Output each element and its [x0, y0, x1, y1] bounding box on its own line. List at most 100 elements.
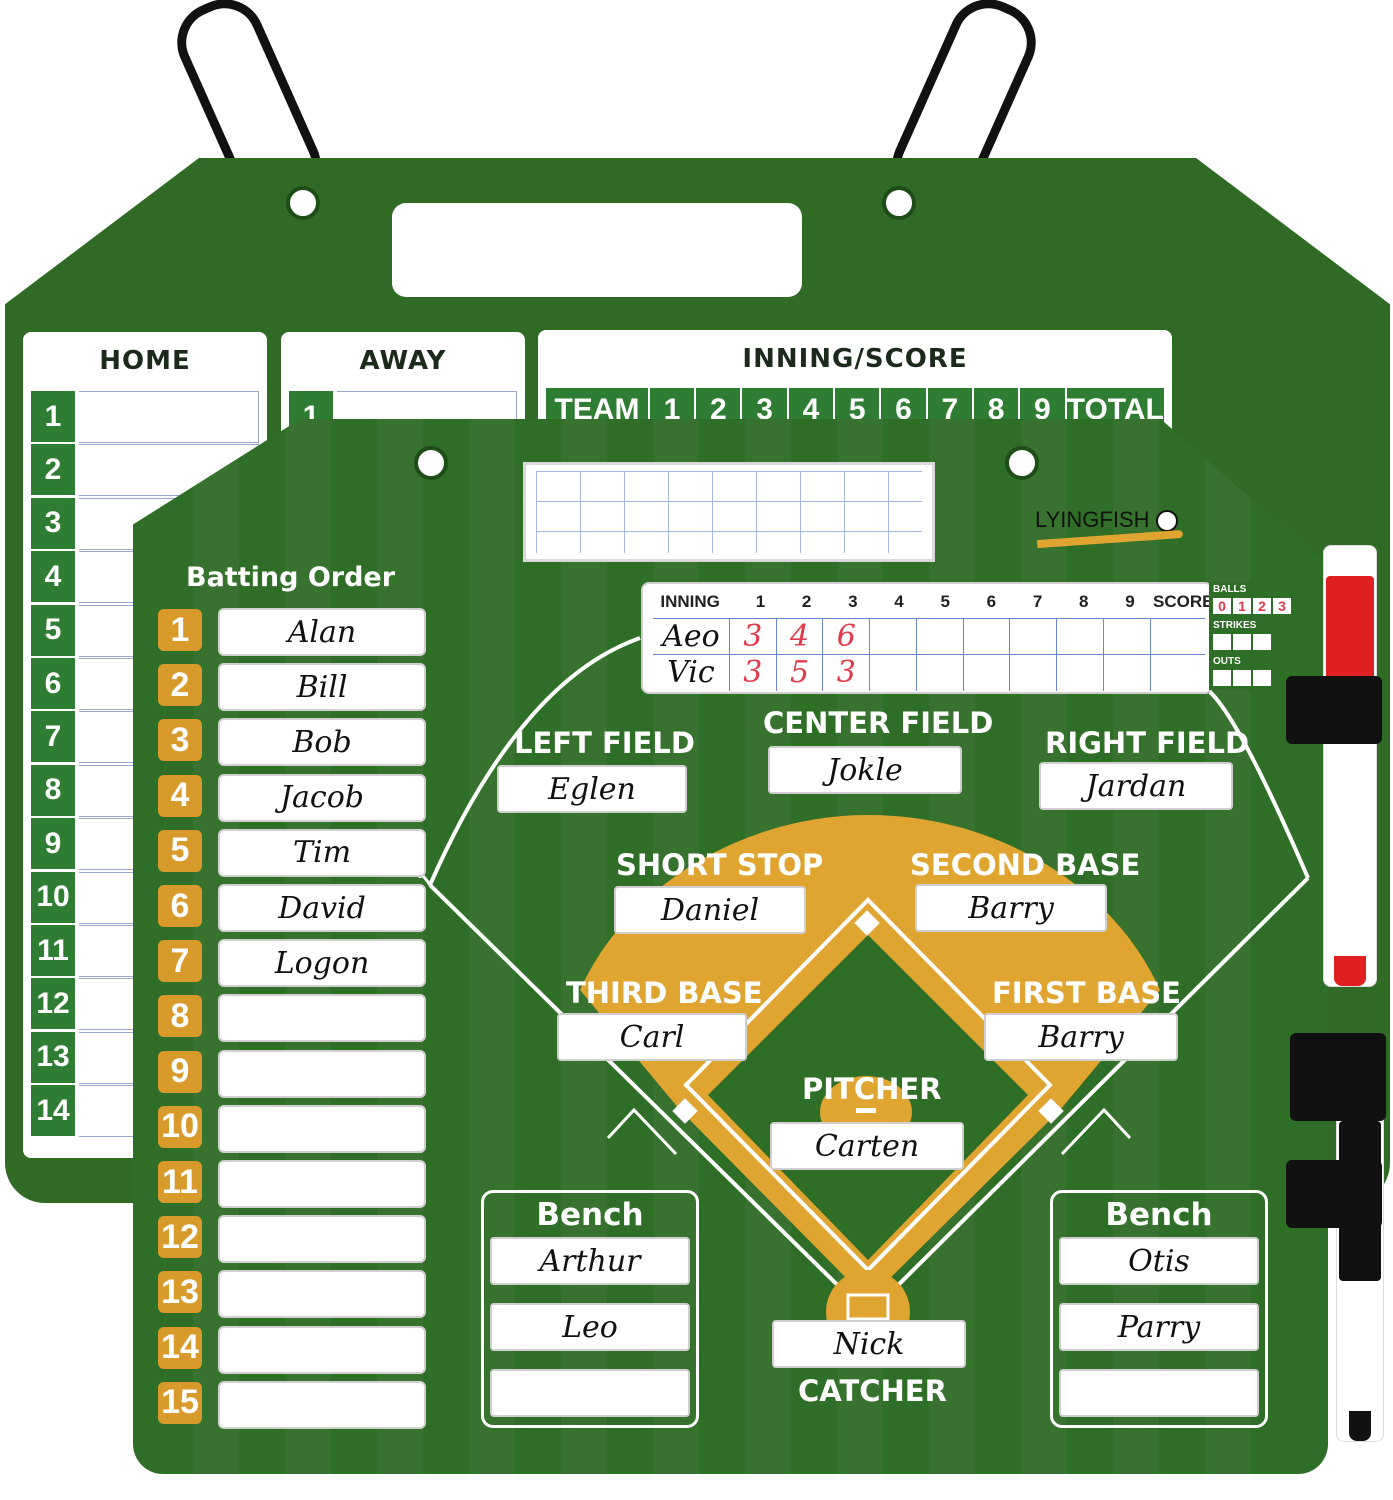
- balls-cell: 3: [1273, 598, 1291, 614]
- red-marker-tip: [1334, 956, 1366, 986]
- home-row-number: 5: [31, 604, 75, 656]
- scoreboard-total-cell: [1151, 619, 1205, 655]
- marker-clip-1: [1286, 676, 1382, 744]
- batting-order-number: 1: [158, 609, 202, 651]
- scoreboard-cell: [870, 655, 917, 691]
- black-marker-tip: [1349, 1411, 1371, 1441]
- scoreboard-header-cell: 1: [755, 592, 766, 611]
- red-marker: [1323, 545, 1377, 987]
- home-row-number: 7: [31, 711, 75, 763]
- back-handle-cutout: [392, 203, 802, 297]
- batting-order-slot: David: [218, 884, 426, 932]
- home-row: 1: [31, 390, 259, 443]
- batting-order-slot: [218, 1325, 426, 1374]
- inning-header-cell: 6: [881, 388, 928, 428]
- pitcher-name: Carten: [770, 1122, 964, 1170]
- batting-order-slot: [218, 1270, 426, 1319]
- batting-order-slot: [218, 1380, 426, 1429]
- scoreboard-cell: [917, 655, 964, 691]
- scoreboard-cell: [964, 655, 1011, 691]
- right-field-name: Jardan: [1039, 762, 1233, 810]
- batting-order-number: 9: [158, 1050, 202, 1093]
- batting-order-number: 12: [158, 1216, 202, 1259]
- scoreboard-header-cell: 3: [848, 592, 858, 611]
- logo-text: LYINGFISH: [1035, 507, 1150, 532]
- left-field-label: LEFT FIELD: [514, 726, 695, 760]
- scoreboard-header-cell: 2: [801, 592, 812, 611]
- scoreboard-cell: [1010, 655, 1058, 691]
- inning-header-cell: 9: [1020, 388, 1067, 428]
- scoreboard-header-cell: 8: [1079, 592, 1089, 611]
- second-base-label: SECOND BASE: [910, 848, 1141, 882]
- outs-label: OUTS: [1213, 656, 1241, 667]
- catcher-name: Nick: [772, 1320, 966, 1368]
- scoreboard-cell: [917, 619, 964, 655]
- bench-right: Bench Otis Parry: [1050, 1190, 1268, 1428]
- short-stop-label: SHORT STOP: [616, 848, 824, 882]
- home-row: 2: [31, 443, 259, 497]
- batting-order-slot: Jacob: [218, 773, 426, 822]
- scoreboard-header-cell: 7: [1032, 592, 1043, 611]
- back-hole-right: [882, 186, 916, 220]
- center-field-name: Jokle: [768, 746, 962, 794]
- front-hole-left: [414, 446, 448, 480]
- batting-order-slot: [218, 1049, 426, 1098]
- scoreboard-cell: [1104, 655, 1151, 691]
- batting-order-slot: Tim: [218, 828, 426, 877]
- scoreboard-team: Aeo: [653, 619, 730, 655]
- batting-order-slot: [218, 1104, 426, 1153]
- batting-order-slot: [218, 1160, 426, 1208]
- third-base-name: Carl: [557, 1013, 747, 1061]
- batting-order-number: 2: [158, 664, 202, 707]
- home-row-number: 13: [31, 1031, 75, 1083]
- bench-left-slot-1: Arthur: [490, 1237, 690, 1285]
- center-field-label: CENTER FIELD: [763, 706, 994, 740]
- scoreboard-team: Vic: [653, 655, 730, 691]
- home-row: 4: [31, 550, 259, 604]
- home-row-number: 14: [31, 1085, 75, 1137]
- home-row-number: 3: [31, 497, 75, 549]
- batting-order-number: 4: [158, 774, 202, 817]
- scoreboard-cell: 3: [823, 655, 871, 691]
- bench-left: Bench Arthur Leo: [481, 1190, 699, 1428]
- batting-order-slot: [218, 994, 426, 1043]
- third-base-label: THIRD BASE: [566, 976, 763, 1010]
- batting-order-title: Batting Order: [186, 562, 396, 593]
- away-title: AWAY: [359, 346, 447, 376]
- bench-left-slot-2: Leo: [490, 1303, 690, 1351]
- left-field-name: Eglen: [497, 765, 687, 813]
- short-stop-name: Daniel: [614, 886, 806, 934]
- scoreboard-cell: 3: [730, 619, 777, 655]
- batting-order-number: 14: [158, 1326, 202, 1369]
- scoreboard-cell: 6: [823, 619, 871, 655]
- batting-order-number: 6: [158, 885, 202, 927]
- inning-header-cell: 8: [974, 388, 1021, 428]
- inning-header-cell: 5: [835, 388, 882, 428]
- home-row-number: 6: [31, 658, 75, 709]
- scoreboard-cell: [1057, 619, 1104, 655]
- balls-cell: 0: [1213, 598, 1231, 614]
- batting-order-number: 5: [158, 829, 202, 872]
- brand-logo: LYINGFISH: [1035, 507, 1184, 549]
- batting-order-slot: Bob: [218, 718, 426, 767]
- bench-left-title: Bench: [536, 1197, 644, 1233]
- marker-clip-3: [1286, 1160, 1382, 1228]
- pitcher-label: PITCHER: [802, 1072, 942, 1106]
- scoreboard-header-cell: 9: [1125, 592, 1135, 611]
- home-title: HOME: [99, 346, 191, 376]
- batting-order-slot: Logon: [218, 939, 426, 988]
- strikes-cells: [1213, 634, 1271, 650]
- strikes-label: STRIKES: [1213, 620, 1257, 631]
- balls-cell: 1: [1233, 598, 1251, 614]
- home-row-number: 12: [31, 978, 75, 1030]
- outs-cells: [1213, 670, 1271, 686]
- batting-order-number: 11: [158, 1161, 202, 1203]
- batting-order-slot: Alan: [218, 608, 426, 656]
- inning-header-cell: 4: [789, 388, 836, 428]
- balls-label: BALLS: [1213, 584, 1247, 595]
- home-row-number: 11: [31, 925, 75, 976]
